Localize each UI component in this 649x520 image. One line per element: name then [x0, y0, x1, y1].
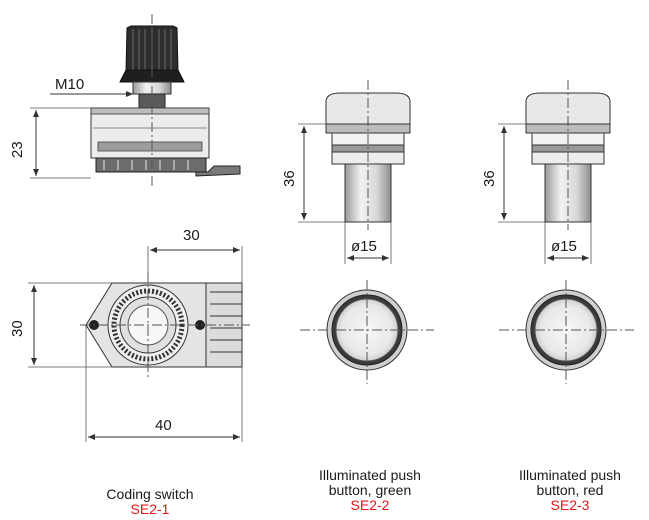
coding-switch-side-view: [30, 14, 241, 188]
caption-code: SE2-3: [550, 497, 590, 513]
coding-switch-top-view: [28, 246, 250, 442]
screw-right: [195, 320, 205, 330]
switch-height-label: 23: [9, 141, 26, 158]
caption-name: Coding switch: [106, 486, 194, 502]
caption-red-button: Illuminated push button, red SE2-3: [495, 468, 645, 513]
caption-coding-switch: Coding switch SE2-1: [70, 487, 230, 517]
caption-name-line1: Illuminated push: [319, 467, 421, 483]
caption-green-button: Illuminated push button, green SE2-2: [295, 468, 445, 513]
switch-depth-label: 30: [9, 320, 26, 337]
red-button-side-view: [498, 80, 611, 264]
green-diameter-label: ø15: [351, 238, 377, 255]
red-diameter-label: ø15: [551, 238, 577, 255]
caption-code: SE2-2: [350, 497, 390, 513]
thread-label: M10: [55, 76, 84, 93]
caption-name-line1: Illuminated push: [519, 467, 621, 483]
green-height-label: 36: [281, 170, 298, 187]
switch-width-label: 30: [183, 227, 200, 244]
green-button-side-view: [298, 80, 411, 264]
green-button-front-view: [300, 280, 434, 384]
mounting-bracket: [195, 165, 241, 177]
caption-code: SE2-1: [130, 501, 170, 517]
red-button-front-view: [499, 280, 634, 384]
caption-name-line2: button, green: [328, 482, 412, 498]
switch-length-label: 40: [155, 417, 172, 434]
red-height-label: 36: [481, 170, 498, 187]
caption-name-line2: button, red: [536, 482, 604, 498]
